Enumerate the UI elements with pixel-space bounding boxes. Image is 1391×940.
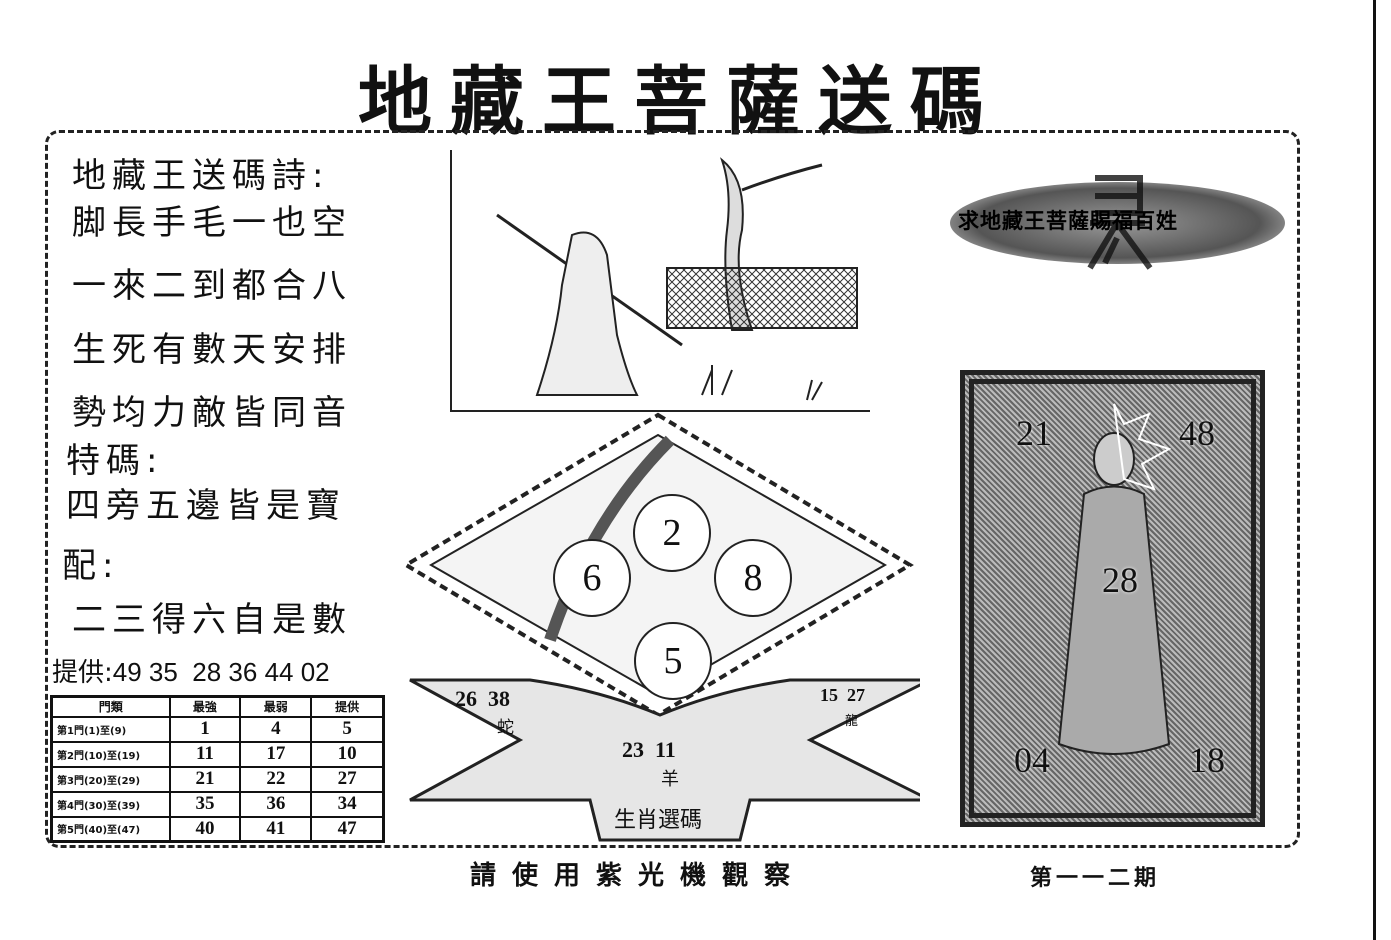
panel-number: 48 (1179, 413, 1215, 453)
pair-label: 配: (62, 546, 120, 586)
zodiac-center-animal: 羊 (661, 769, 679, 790)
poem-line: 一來二到都合八 (72, 266, 352, 306)
provide-label: 提供: (52, 658, 113, 688)
zodiac-right-animal: 龍 (845, 714, 859, 729)
scan-edge-line (1373, 0, 1376, 940)
cell: 17 (239, 740, 313, 768)
cell: 41 (239, 815, 313, 843)
cell: 第1門(1)至(9) (50, 715, 171, 743)
cell: 36 (239, 790, 313, 818)
diamond-number: 5 (634, 622, 712, 700)
cell: 11 (168, 740, 242, 768)
cell: 5 (310, 715, 385, 743)
seal-text: 求地藏王菩薩賜福百姓 (958, 209, 1178, 233)
poem-line: 生死有數天安排 (72, 330, 352, 370)
col-header: 門類 (50, 695, 171, 718)
panel-number: 21 (1016, 413, 1052, 453)
provide-line: 提供:49 35 28 36 44 02 (52, 652, 330, 689)
zodiac-center-numbers: 23 11 (622, 737, 676, 762)
panel-number: 28 (1102, 560, 1138, 600)
poem-line: 脚長手毛一也空 (72, 203, 352, 243)
diamond-number: 2 (633, 494, 711, 572)
col-header: 提供 (310, 695, 385, 718)
cell: 21 (168, 765, 242, 793)
issue-number: 第一一二期 (1030, 866, 1161, 891)
illustration (450, 150, 870, 412)
cell: 第5門(40)至(47) (50, 815, 171, 843)
dashed-frame (45, 130, 1300, 848)
cell: 1 (168, 715, 242, 743)
zodiac-label: 生肖選碼 (614, 808, 703, 833)
col-header: 最強 (168, 695, 242, 718)
cell: 27 (310, 765, 385, 793)
poem-line: 勢均力敵皆同音 (72, 393, 352, 433)
buddha-panel: 21 48 28 04 18 (960, 370, 1265, 827)
pair-text: 二三得六自是數 (72, 600, 352, 640)
cell: 10 (310, 740, 385, 768)
monk-tree-illustration (496, 157, 858, 401)
diamond-number: 8 (714, 539, 792, 617)
zodiac-right-numbers: 15 27 (820, 685, 865, 705)
cell: 34 (310, 790, 385, 818)
buddha-figure (1057, 403, 1172, 755)
poem-heading: 地藏王送碼詩: (72, 156, 330, 196)
diamond-number: 6 (553, 539, 631, 617)
special-label: 特碼: (66, 441, 164, 481)
zodiac-left-animal: 蛇 (497, 718, 514, 738)
cell: 第4門(30)至(39) (50, 790, 171, 818)
cell: 47 (310, 815, 385, 843)
cell: 第3門(20)至(29) (50, 765, 171, 793)
panel-number: 18 (1189, 740, 1225, 780)
provide-numbers: 49 35 28 36 44 02 (112, 657, 330, 687)
cell: 35 (168, 790, 242, 818)
cell: 第2門(10)至(19) (50, 740, 171, 768)
zodiac-left-numbers: 26 38 (455, 686, 510, 711)
special-text: 四旁五邊皆是寶 (66, 486, 346, 526)
cell: 4 (239, 715, 313, 743)
seal-glyph-mark (1087, 175, 1153, 270)
footer-note: 請使用紫光機觀察 (470, 861, 807, 891)
panel-number: 04 (1014, 740, 1050, 780)
cell: 40 (168, 815, 242, 843)
col-header: 最弱 (239, 695, 313, 718)
cell: 22 (239, 765, 313, 793)
